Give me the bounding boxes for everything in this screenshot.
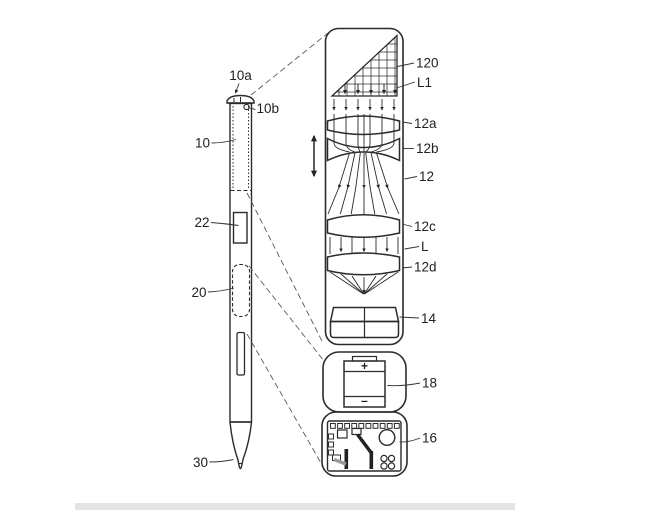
pcb-housing [321,411,408,477]
pcb-large-circle [378,429,396,447]
label-12a: 12a [414,116,437,131]
lens-barrel-housing [324,27,404,346]
side-button [232,211,248,244]
projection-line [250,32,329,96]
label-10a: 10a [229,68,252,83]
leader-14 [399,316,420,319]
lens-12d [326,252,401,276]
label-30: 30 [193,455,208,470]
converging-rays [329,271,399,295]
leader-12c [401,223,413,227]
pcb-module-16 [321,411,408,477]
leader-L1 [396,81,416,89]
leader-lines [207,62,421,463]
label-120: 120 [416,56,439,71]
lens-12c [326,214,401,238]
contact-pads-row [330,423,400,429]
image-sensor-14 [329,306,400,339]
projection-line [246,333,322,464]
pen-tip [229,421,253,470]
light-rays-L1 [332,99,396,111]
projection-lines [246,32,329,464]
label-L: L [421,239,429,254]
leader-L [404,246,420,250]
chip-component [336,429,348,439]
circuit-board [326,420,402,472]
leader-16 [399,437,421,443]
lens-12b [326,137,401,162]
label-10: 10 [195,136,210,151]
pen-cap [226,94,255,111]
leader-10b [249,107,256,110]
lens-12a [326,115,401,136]
leader-120 [397,62,415,67]
footer-bar [75,503,515,510]
label-12: 12 [419,169,434,184]
label-16: 16 [422,431,437,446]
battery-negative-symbol: – [361,394,368,408]
stylus-pen [226,94,255,470]
pen-lower-region [231,263,251,318]
grating-exit-arrows [342,84,398,95]
grating-120 [330,34,398,97]
leader-20 [207,287,235,293]
leader-10 [211,139,237,144]
pen-body [229,102,253,423]
projection-line [246,192,324,344]
label-12c: 12c [414,219,436,234]
pcb-small-circles [380,454,396,470]
chip-component [351,427,362,436]
leader-12 [404,176,418,180]
label-22: 22 [194,215,209,230]
leader-18 [387,382,421,387]
label-18: 18 [422,376,437,391]
pen-upper-region [230,106,251,191]
leader-30 [209,459,234,463]
battery-cell [343,355,386,408]
pcb-traces [333,433,374,469]
label-12b: 12b [416,141,439,156]
leader-12a [402,121,413,124]
label-14: 14 [421,311,437,326]
leader-22 [210,222,239,226]
leader-10a [234,83,240,94]
label-10b: 10b [257,101,280,116]
rays-between-12c-12d [329,237,399,254]
label-12d: 12d [414,260,437,275]
label-20: 20 [191,285,206,300]
leader-12d [401,266,413,269]
reference-labels: 10a 10b 10 22 20 30 120 L1 12a 12b 12 12… [191,56,438,471]
lens-barrel [324,27,404,346]
battery-positive-symbol: + [361,359,368,373]
clip-slot [236,331,246,376]
projection-line [248,265,325,362]
cap-sensor-window [243,103,250,111]
diverging-ray-fan [327,152,400,215]
label-L1: L1 [417,75,432,90]
